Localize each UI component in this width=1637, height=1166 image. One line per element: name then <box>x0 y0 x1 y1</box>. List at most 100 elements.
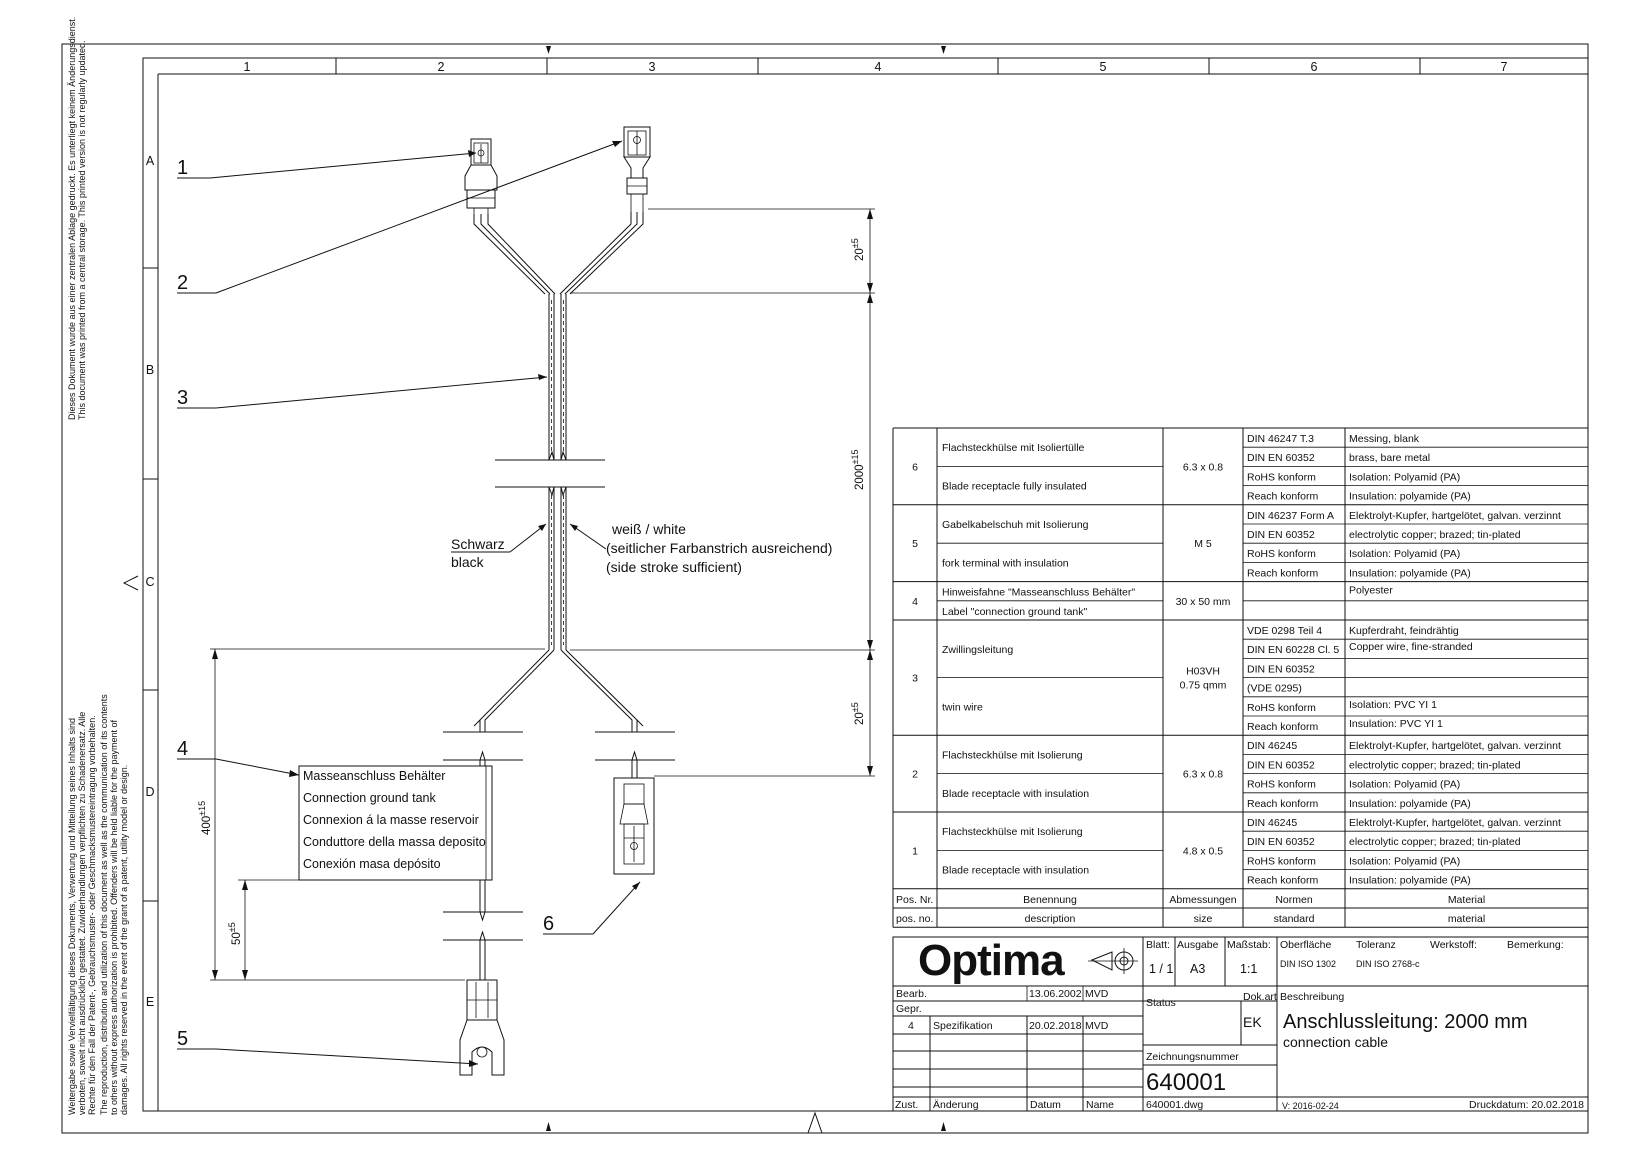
bom-size: 4.8 x 0.5 <box>1183 845 1223 857</box>
center-mark-bottom <box>546 1122 551 1131</box>
row-label: C <box>145 575 154 589</box>
wire-color-labels: Schwarz black weiß / white (seitlicher F… <box>451 521 832 575</box>
column-label: 6 <box>1311 60 1318 74</box>
dim-main-length-tol: ±15 <box>850 449 860 464</box>
bom-header-size: Abmessungen <box>1169 894 1236 906</box>
terminal-1-blade-receptacle <box>464 138 498 214</box>
twin-wire-main <box>495 294 605 650</box>
wire-black-en: black <box>451 554 485 570</box>
bom-size: 30 x 50 mm <box>1176 596 1231 608</box>
bom-size: M 5 <box>1194 538 1212 550</box>
notice-bottom-de-2: verboten, soweit nicht ausdrücklich gest… <box>77 712 87 1115</box>
drawing-number-label: Zeichnungsnummer <box>1146 1051 1239 1063</box>
dimension-texts: 20±5 2000±15 20±5 400±15 50±5 <box>197 238 866 945</box>
material-label: Werkstoff: <box>1430 939 1477 951</box>
bom-header-norm: standard <box>1274 913 1315 925</box>
dimension-lines <box>210 208 875 981</box>
orientation-mark-bottom <box>807 1111 823 1134</box>
terminal-6-blade-receptacle-fully-insulated <box>613 777 655 875</box>
callout-3: 3 <box>177 387 188 409</box>
bom-name-en: fork terminal with insulation <box>942 557 1069 569</box>
column-label: 1 <box>244 60 251 74</box>
callout-4: 4 <box>177 738 188 760</box>
side-notice: Dieses Dokument wurde aus einer zentrale… <box>67 17 129 1115</box>
edition-value: A3 <box>1190 962 1205 976</box>
bom-name-en: twin wire <box>942 701 983 713</box>
row-label: E <box>146 995 154 1009</box>
dim-label-offset-tol: ±5 <box>227 922 237 932</box>
column-label: 3 <box>649 60 656 74</box>
bom-name-en: Label "connection ground tank" <box>942 606 1087 618</box>
callout-6: 6 <box>543 913 554 935</box>
bom-name-de: Flachsteckhülse mit Isoliertülle <box>942 442 1085 454</box>
bom-pos: 2 <box>912 769 918 781</box>
dim-label-pos: 400 <box>201 816 213 835</box>
dim-top-leg: 20 <box>854 248 866 261</box>
bom-norm: DIN 46245 <box>1247 740 1297 752</box>
bom-norm: DIN 46237 Form A <box>1247 510 1334 522</box>
tolerance-value: DIN ISO 2768-c <box>1356 959 1420 969</box>
bom-size: 6.3 x 0.8 <box>1183 461 1223 473</box>
callout-1: 1 <box>177 157 188 179</box>
bom-size: 6.3 x 0.8 <box>1183 769 1223 781</box>
dim-bottom-leg: 20 <box>854 712 866 725</box>
ground-label-flag: Masseanschluss Behälter Connection groun… <box>298 765 493 881</box>
notice-bottom-de-3: Rechte für den Fall der Patent-, Gebrauc… <box>87 715 97 1115</box>
callout-5: 5 <box>177 1028 188 1050</box>
bom-norm: RoHS konform <box>1247 855 1316 867</box>
dim-label-pos-tol: ±15 <box>197 801 207 816</box>
checked-label: Gepr. <box>896 1003 922 1015</box>
bom-material: Elektrolyt-Kupfer, hartgelötet, galvan. … <box>1349 510 1561 522</box>
bom-name-en: Blade receptacle fully insulated <box>942 481 1087 493</box>
drawing-title-de: Anschlussleitung: 2000 mm <box>1283 1011 1528 1033</box>
center-mark-bottom-mid <box>941 1122 946 1131</box>
svg-text:50±5: 50±5 <box>227 922 243 945</box>
twin-wire-upper-split <box>473 212 644 295</box>
ground-label-line-3: Connexion á la masse reservoir <box>303 813 479 827</box>
bom-material: Kupferdraht, feindrähtig <box>1349 625 1459 637</box>
projection-symbol-icon <box>1088 948 1138 974</box>
sheet-label: Blatt: <box>1146 939 1170 951</box>
center-mark-top-mid <box>941 46 946 54</box>
bom-header-norm: Normen <box>1275 894 1313 906</box>
bom-material: Isolation: PVC YI 1 <box>1349 699 1437 711</box>
bom-name-de: Zwillingsleitung <box>942 644 1013 656</box>
terminal-2-blade-receptacle <box>623 126 651 212</box>
bom-norm: RoHS konform <box>1247 702 1316 714</box>
zust-label: Zust. <box>895 1099 918 1111</box>
bom-material: Isolation: Polyamid (PA) <box>1349 855 1460 867</box>
ground-label-line-1: Masseanschluss Behälter <box>303 769 445 783</box>
bom-material: Insulation: polyamide (PA) <box>1349 491 1471 503</box>
svg-text:400±15: 400±15 <box>197 801 213 835</box>
bom-material: Isolation: Polyamid (PA) <box>1349 779 1460 791</box>
notice-top-de: Dieses Dokument wurde aus einer zentrale… <box>67 17 77 420</box>
column-label: 4 <box>875 60 882 74</box>
bom-material: Polyester <box>1349 585 1393 597</box>
svg-text:2000±15: 2000±15 <box>850 449 866 490</box>
bom-norm: DIN EN 60352 <box>1247 759 1315 771</box>
bom-norm: DIN EN 60352 <box>1247 663 1315 675</box>
bom-norm: Reach konform <box>1247 721 1318 733</box>
bom-header-name: Benennung <box>1023 894 1077 906</box>
bom-material: brass, bare metal <box>1349 452 1430 464</box>
date-label: Datum <box>1030 1099 1061 1111</box>
wire-black-de: Schwarz <box>451 536 505 552</box>
remark-label: Bemerkung: <box>1507 939 1564 951</box>
ground-label-line-2: Connection ground tank <box>303 791 436 805</box>
bom-norm: DIN EN 60352 <box>1247 452 1315 464</box>
ground-label-line-4: Conduttore della massa deposito <box>303 835 486 849</box>
bom-name-de: Hinweisfahne "Masseanschluss Behälter" <box>942 587 1135 599</box>
bom-norm: Reach konform <box>1247 567 1318 579</box>
bom-norm: Reach konform <box>1247 491 1318 503</box>
center-mark-top <box>546 46 551 54</box>
bom-pos: 3 <box>912 673 918 685</box>
row-label: D <box>145 785 154 799</box>
dim-top-leg-tol: ±5 <box>850 238 860 248</box>
bom-norm: DIN 46247 T.3 <box>1247 433 1314 445</box>
bom-material: electrolytic copper; brazed; tin-plated <box>1349 529 1521 541</box>
bom-material: Insulation: PVC YI 1 <box>1349 718 1443 730</box>
bom-norm: DIN EN 60352 <box>1247 836 1315 848</box>
svg-text:20±5: 20±5 <box>850 702 866 725</box>
